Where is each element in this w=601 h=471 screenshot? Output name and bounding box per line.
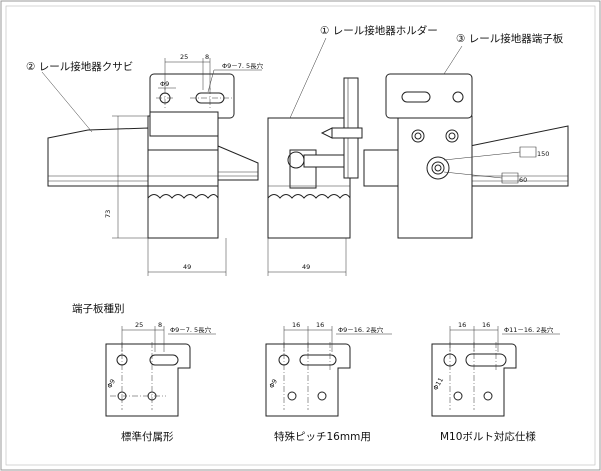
- variants-title: 端子板種別: [72, 302, 125, 315]
- v1-dim-25: 25: [135, 321, 143, 329]
- caption-special: 特殊ピッチ16mm用: [274, 430, 371, 443]
- v2-dim-16a: 16: [292, 321, 300, 329]
- caption-standard: 標準付属形: [121, 430, 174, 443]
- v3-slot: Φ11－16. 2長穴: [504, 325, 554, 334]
- dim-8: 8: [205, 53, 209, 61]
- holder-view: 49 ① レール接地器ホルダー: [267, 24, 438, 276]
- plate-nut: [426, 156, 450, 180]
- v1-dim-8: 8: [158, 321, 162, 329]
- v1-slot: Φ9－7. 5長穴: [170, 325, 212, 334]
- label-plate: ③ レール接地器端子板: [456, 32, 564, 45]
- variant-1-plate: [105, 343, 191, 417]
- v2-phi: Φ9: [268, 378, 280, 390]
- plate-neck: [149, 111, 219, 137]
- plate-body: [397, 115, 473, 239]
- wedge-tip: [217, 145, 259, 181]
- clip-view: 25 8 Φ9－7. 5長穴 Φ9 73 49 ② レール接地器クサビ: [26, 53, 264, 276]
- dim-25: 25: [180, 53, 188, 61]
- label-clip: ② レール接地器クサビ: [26, 60, 133, 73]
- label-holder: ① レール接地器ホルダー: [320, 24, 438, 37]
- arrow-150: 150: [537, 150, 549, 158]
- inner-border: [5, 5, 596, 466]
- plate-view: 150 60 ③ レール接地器端子板: [363, 32, 569, 239]
- plate-slot: [401, 91, 431, 103]
- wedge-body: [47, 127, 149, 187]
- dim-49-mid: 49: [302, 263, 310, 271]
- arrow-60: 60: [519, 176, 527, 184]
- dim-phi9: Φ9: [160, 80, 169, 88]
- holder-bolt: [331, 127, 363, 139]
- v2-dim-16b: 16: [316, 321, 324, 329]
- holder-teeth: [267, 194, 351, 199]
- caption-m10: M10ボルト対応仕様: [440, 430, 536, 443]
- variant-standard: 25 8 Φ9－7. 5長穴 Φ9 標準付属形: [105, 321, 216, 443]
- wedge-slot: [147, 149, 219, 187]
- dim-73: 73: [104, 210, 112, 218]
- v1-phi: Φ9: [106, 378, 118, 390]
- v3-dim-16b: 16: [482, 321, 490, 329]
- plate-top: [385, 73, 473, 119]
- dim-slot: Φ9－7. 5長穴: [222, 61, 264, 70]
- v2-slot: Φ9－16. 2長穴: [338, 325, 384, 334]
- variant-m10: 16 16 Φ11－16. 2長穴 Φ11 M10ボルト対応仕様: [431, 321, 560, 443]
- jaw-teeth: [147, 194, 219, 199]
- v3-dim-16a: 16: [458, 321, 466, 329]
- holder-cavity: [289, 149, 317, 189]
- variant-special: 16 16 Φ9－16. 2長穴 Φ9 特殊ピッチ16mm用: [265, 321, 392, 443]
- dim-49-left: 49: [183, 263, 191, 271]
- jaw-block: [147, 185, 219, 239]
- holder-screw: [303, 154, 345, 168]
